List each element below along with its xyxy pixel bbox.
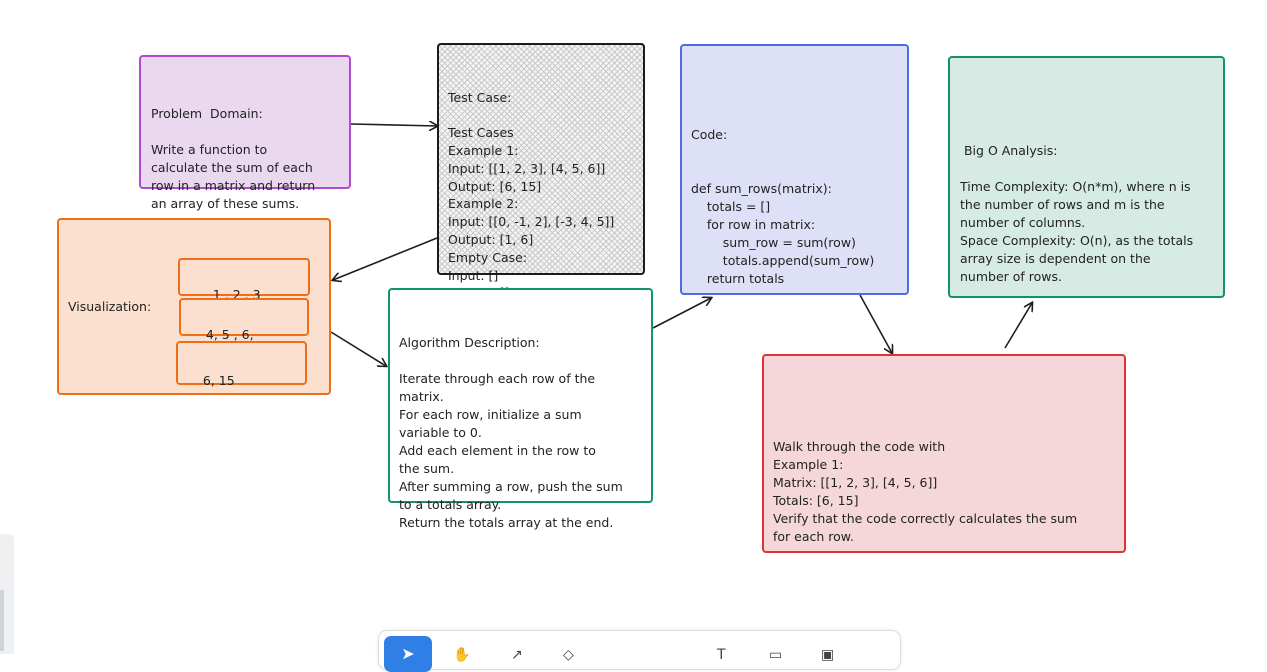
visualization-row-1-text: 1 , 2 , 3: [212, 287, 261, 302]
shape-icon[interactable]: ◇: [563, 647, 574, 663]
pointer-icon[interactable]: ➤: [384, 636, 432, 672]
visualization-label: Visualization:: [68, 299, 152, 314]
visualization-row-2[interactable]: 4, 5 , 6,: [179, 298, 309, 342]
problem-domain-text: Problem Domain: Write a function to calc…: [151, 106, 316, 211]
visualization-row-3-text: 6, 15: [202, 373, 235, 388]
big-o-analysis-card[interactable]: Big O Analysis: Time Complexity: O(n*m),…: [948, 56, 1225, 298]
walkthrough-text: Walk through the code with Example 1: Ma…: [773, 439, 1078, 544]
frame-icon[interactable]: ▭: [769, 647, 783, 663]
visualization-card[interactable]: Visualization: 1 , 2 , 3 4, 5 , 6, 6, 15: [57, 218, 331, 395]
text-icon[interactable]: T: [717, 647, 726, 663]
walkthrough-card[interactable]: Walk through the code with Example 1: Ma…: [762, 354, 1126, 553]
arrow-icon[interactable]: ↗: [511, 647, 523, 663]
code-card[interactable]: Code: def sum_rows(matrix): totals = [] …: [680, 44, 909, 295]
algorithm-description-card[interactable]: Algorithm Description: Iterate through e…: [388, 288, 653, 530]
algorithm-text: Algorithm Description: Iterate through e…: [399, 335, 623, 530]
visualization-row-2-text: 4, 5 , 6,: [205, 327, 254, 342]
big-o-text: Big O Analysis: Time Complexity: O(n*m),…: [960, 143, 1194, 284]
test-case-card[interactable]: Test Case: Test Cases Example 1: Input: …: [437, 43, 645, 300]
arrow-walkthrough-to-bigo: [1004, 303, 1032, 349]
arrow-testcase-to-visualization: [333, 237, 438, 280]
arrow-problem-to-testcase: [350, 124, 437, 126]
test-case-text: Test Case: Test Cases Example 1: Input: …: [448, 89, 615, 301]
visualization-row-3[interactable]: 6, 15: [176, 341, 307, 388]
code-text: Code: def sum_rows(matrix): totals = [] …: [691, 127, 875, 286]
bottom-toolbar: ➤ ✋ ↗ ◇ T ▭ ▣: [378, 630, 901, 672]
side-panel-handle[interactable]: [0, 590, 4, 651]
arrow-visualization-to-algorithm: [330, 331, 386, 366]
image-icon[interactable]: ▣: [821, 647, 835, 663]
problem-domain-card[interactable]: Problem Domain: Write a function to calc…: [139, 55, 351, 211]
hand-icon[interactable]: ✋: [453, 647, 471, 663]
visualization-row-1[interactable]: 1 , 2 , 3: [178, 258, 310, 302]
